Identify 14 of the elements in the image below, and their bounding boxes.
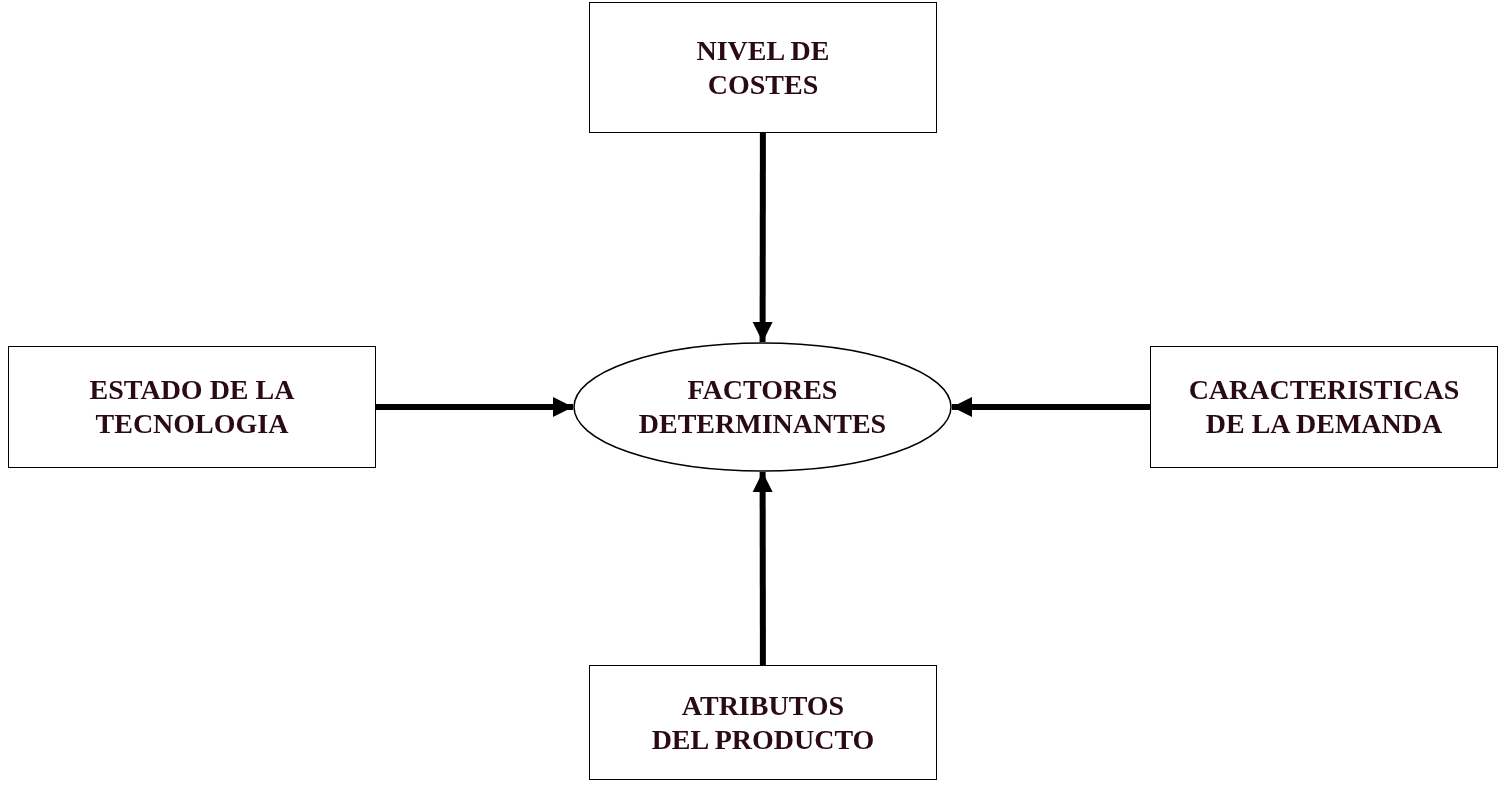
factor-box xyxy=(8,346,376,468)
arrow xyxy=(752,472,773,665)
factor-box xyxy=(1150,346,1498,468)
ellipse-node xyxy=(573,342,952,472)
arrow xyxy=(752,133,773,342)
arrow xyxy=(952,397,1150,417)
node-label: FACTORES DETERMINANTES xyxy=(637,373,888,441)
factor-box xyxy=(589,665,937,780)
node-label: ESTADO DE LA TECNOLOGIA xyxy=(88,373,296,441)
factor-box xyxy=(589,2,937,133)
node-label: NIVEL DE COSTES xyxy=(695,33,831,102)
node-label: CARACTERISTICAS DE LA DEMANDA xyxy=(1187,373,1461,441)
node-label: ATRIBUTOS DEL PRODUCTO xyxy=(650,688,876,757)
arrow xyxy=(376,397,573,417)
